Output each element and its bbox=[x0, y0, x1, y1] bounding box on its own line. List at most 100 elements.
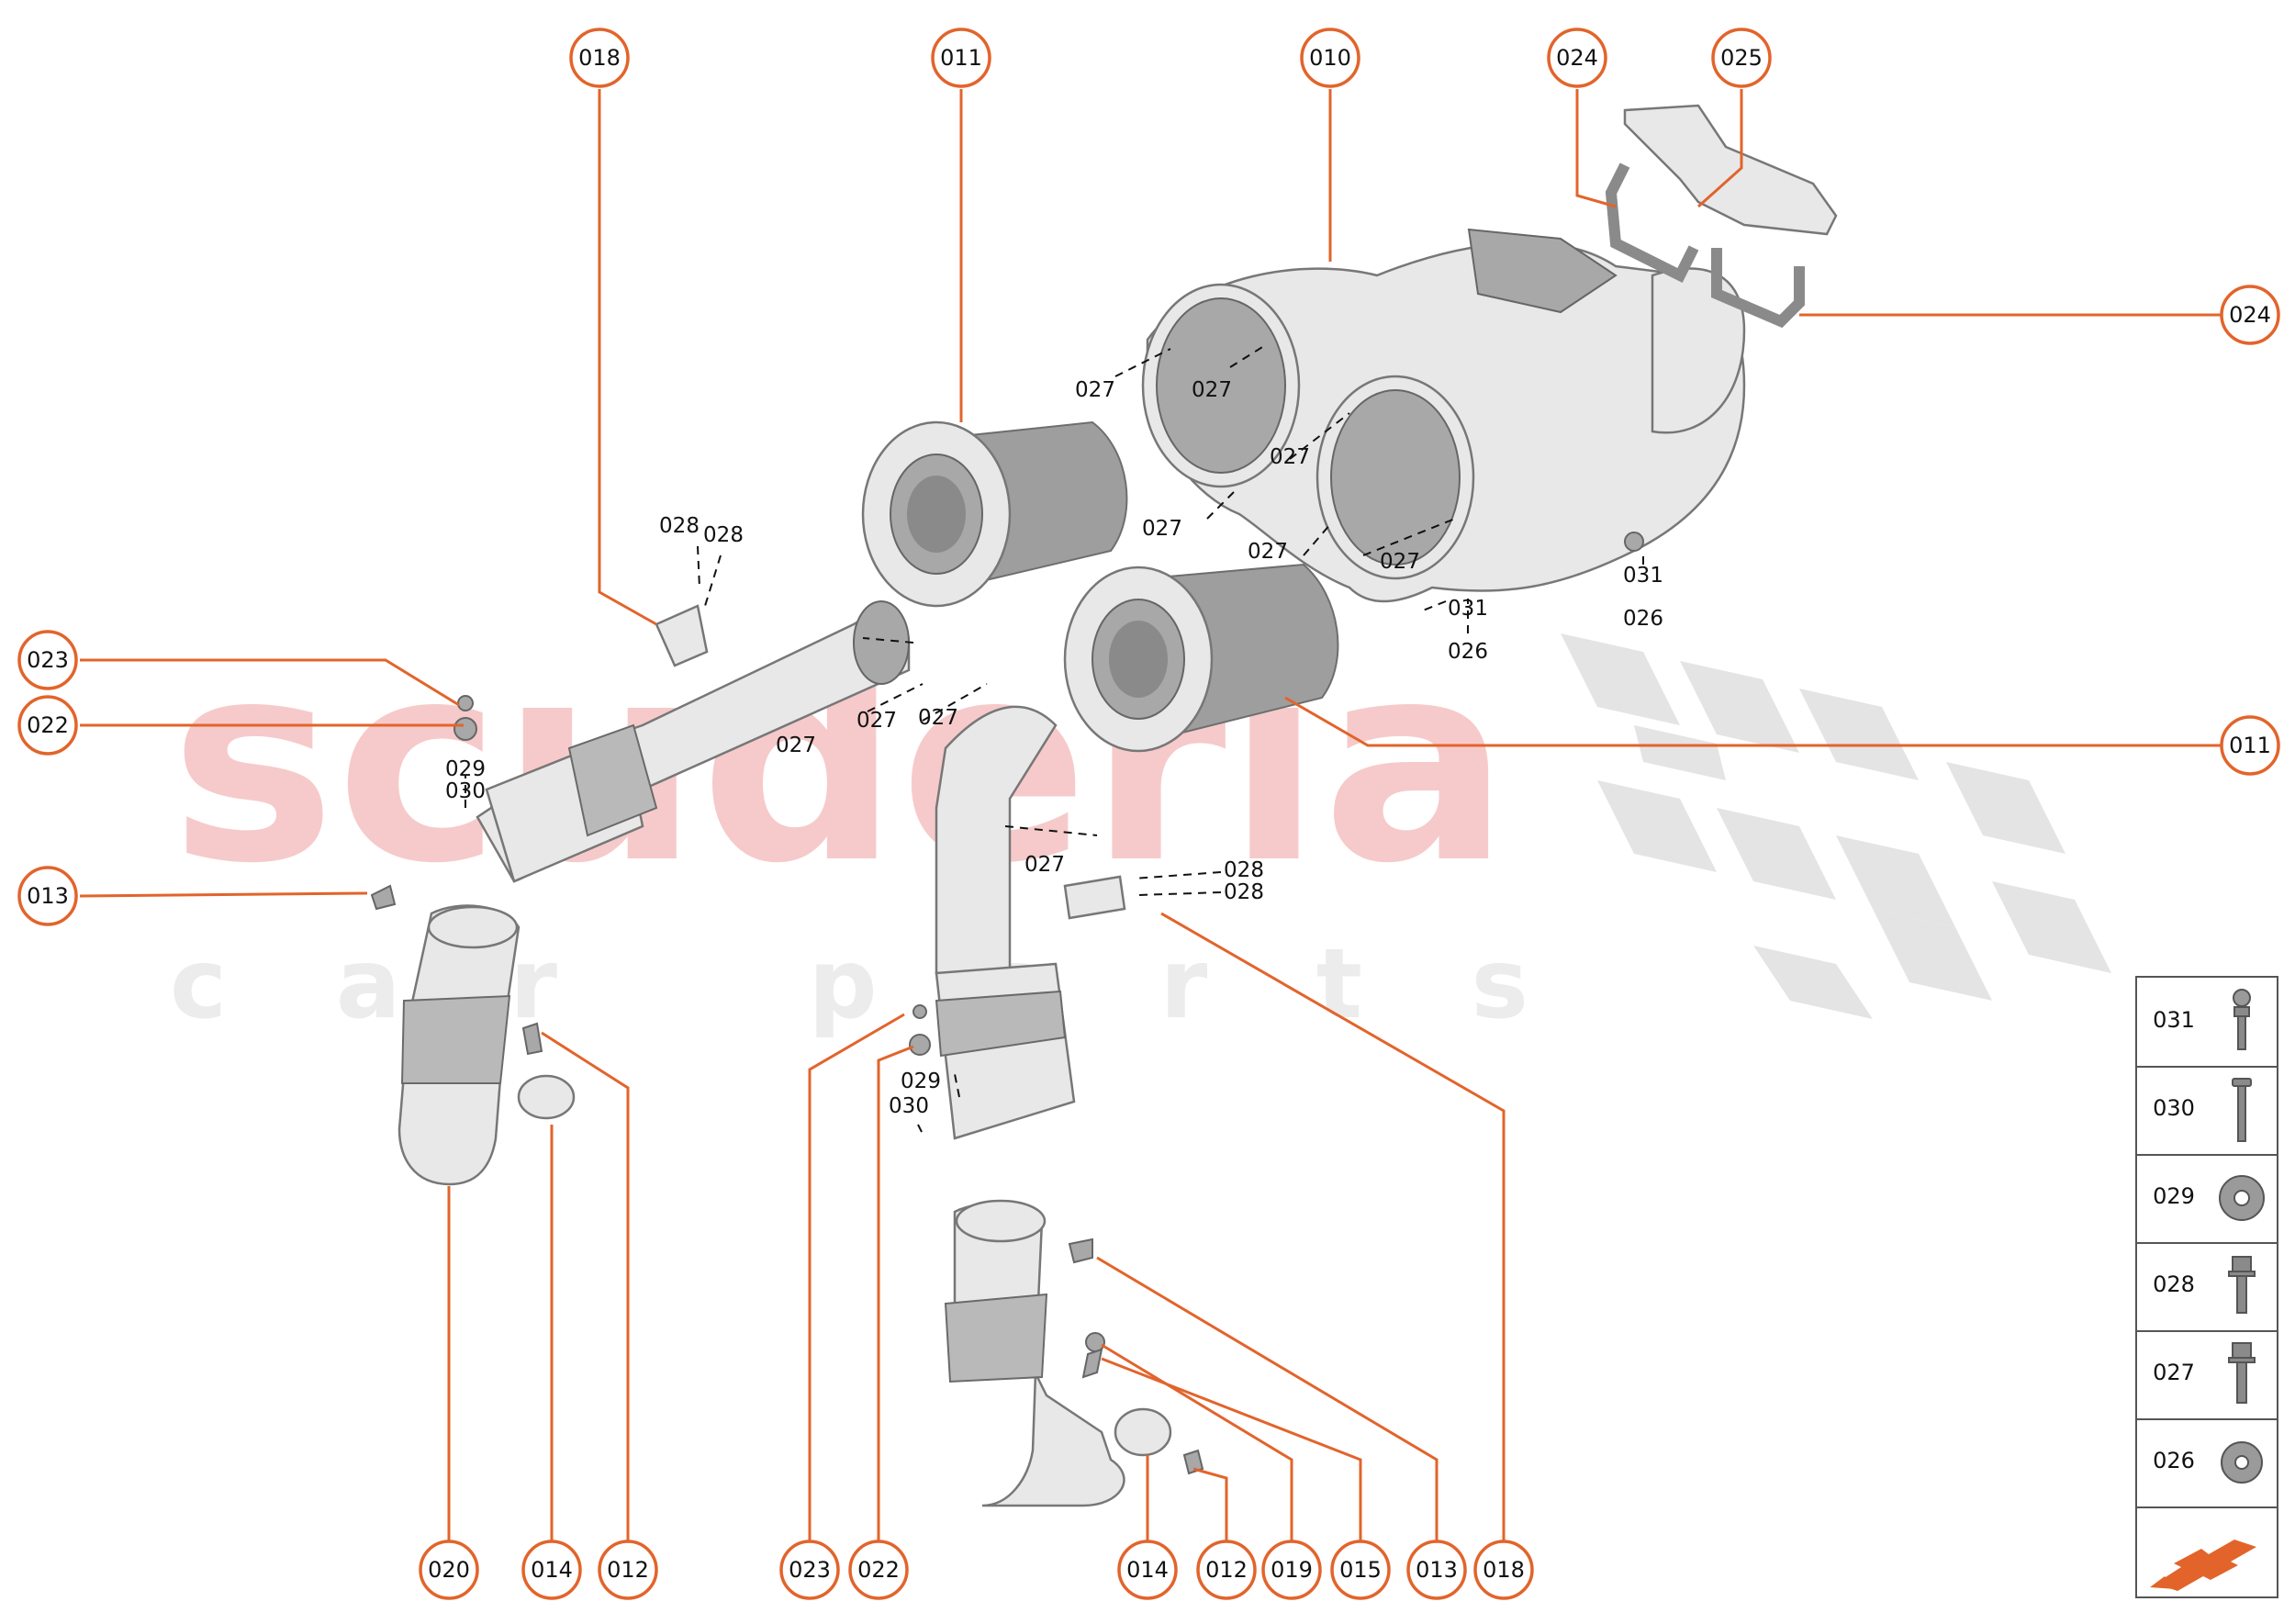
legend-row-027[interactable]: 027 bbox=[2137, 1330, 2277, 1420]
label-027: 027 bbox=[776, 734, 816, 757]
grommet-022-left bbox=[453, 717, 477, 741]
watermark-sub: car parts bbox=[170, 928, 1528, 1040]
washer-icon bbox=[2221, 1441, 2263, 1484]
hose-020 bbox=[397, 904, 521, 1186]
callout-025[interactable]: 025 bbox=[1711, 28, 1772, 88]
sensor-018-left bbox=[655, 604, 709, 667]
callout-number: 020 bbox=[428, 1557, 470, 1583]
callout-012[interactable]: 012 bbox=[1196, 1540, 1257, 1600]
hose-center-lower bbox=[944, 1199, 1125, 1507]
direction-arrow-icon[interactable] bbox=[2137, 1512, 2277, 1598]
nut-023-center bbox=[912, 1004, 927, 1019]
label-030: 030 bbox=[889, 1094, 929, 1118]
callout-number: 011 bbox=[940, 45, 982, 71]
clip-013-left bbox=[370, 884, 397, 911]
callout-number: 023 bbox=[789, 1557, 831, 1583]
callout-number: 013 bbox=[27, 883, 69, 909]
legend-code: 027 bbox=[2153, 1360, 2195, 1385]
legend-row-026[interactable]: 026 bbox=[2137, 1418, 2277, 1508]
callout-number: 024 bbox=[2229, 302, 2271, 328]
callout-011[interactable]: 011 bbox=[931, 28, 991, 88]
legend-code: 030 bbox=[2153, 1095, 2195, 1121]
callout-number: 024 bbox=[1556, 45, 1598, 71]
label-027: 027 bbox=[1380, 550, 1420, 574]
callout-014[interactable]: 014 bbox=[521, 1540, 582, 1600]
legend-row-028[interactable]: 028 bbox=[2137, 1242, 2277, 1332]
bolt-long-icon bbox=[2232, 1078, 2252, 1142]
callout-number: 014 bbox=[531, 1557, 573, 1583]
washer-icon bbox=[2219, 1175, 2265, 1221]
label-028: 028 bbox=[659, 514, 700, 538]
sub-labels: 027 027 027 027 027 027 027 027 027 027 … bbox=[445, 378, 1663, 1118]
intake-pipe-center bbox=[935, 705, 1076, 1140]
callout-number: 015 bbox=[1339, 1557, 1382, 1583]
label-026: 026 bbox=[1623, 607, 1663, 631]
air-box-010 bbox=[1141, 228, 1746, 603]
sensor-018-right bbox=[1063, 875, 1126, 920]
label-030: 030 bbox=[445, 779, 486, 803]
legend-code: 029 bbox=[2153, 1183, 2195, 1209]
legend-row-031[interactable]: 031 bbox=[2137, 978, 2277, 1068]
grommet-022-center bbox=[909, 1034, 931, 1056]
coupling-014-center bbox=[1114, 1407, 1172, 1457]
callout-number: 013 bbox=[1416, 1557, 1458, 1583]
flange-bolt-icon bbox=[2228, 1256, 2256, 1314]
label-026: 026 bbox=[1448, 640, 1488, 664]
bracket-024 bbox=[1605, 162, 1805, 329]
fastener-legend: 031 030 029 028 027 bbox=[2135, 976, 2278, 1598]
parts-illustration bbox=[370, 104, 1838, 1507]
nut-023-left bbox=[457, 695, 474, 711]
callout-018[interactable]: 018 bbox=[1473, 1540, 1534, 1600]
callout-013[interactable]: 013 bbox=[17, 866, 78, 926]
callout-number: 018 bbox=[1483, 1557, 1525, 1583]
label-031: 031 bbox=[1448, 597, 1488, 621]
leader-lines bbox=[79, 89, 2224, 1543]
air-filter-011-upper bbox=[861, 420, 1128, 608]
callout-024[interactable]: 024 bbox=[2220, 285, 2280, 345]
callout-019[interactable]: 019 bbox=[1261, 1540, 1322, 1600]
spring-015 bbox=[1081, 1348, 1103, 1379]
callout-023[interactable]: 023 bbox=[779, 1540, 840, 1600]
label-027: 027 bbox=[1142, 517, 1182, 541]
label-027: 027 bbox=[1075, 378, 1115, 402]
label-027: 027 bbox=[1248, 540, 1288, 564]
callout-018[interactable]: 018 bbox=[569, 28, 630, 88]
callout-number: 011 bbox=[2229, 733, 2271, 758]
callout-015[interactable]: 015 bbox=[1330, 1540, 1391, 1600]
callout-014[interactable]: 014 bbox=[1117, 1540, 1178, 1600]
coupling-014-left bbox=[517, 1074, 576, 1120]
callout-012[interactable]: 012 bbox=[598, 1540, 658, 1600]
callout-013[interactable]: 013 bbox=[1406, 1540, 1467, 1600]
callout-022[interactable]: 022 bbox=[848, 1540, 909, 1600]
callout-022[interactable]: 022 bbox=[17, 695, 78, 756]
stud-031-airbox bbox=[1624, 532, 1644, 552]
label-027: 027 bbox=[1270, 445, 1310, 469]
label-027: 027 bbox=[1192, 378, 1232, 402]
callout-number: 019 bbox=[1271, 1557, 1313, 1583]
callout-number: 022 bbox=[27, 712, 69, 738]
callout-010[interactable]: 010 bbox=[1300, 28, 1360, 88]
clip-012-center bbox=[1182, 1449, 1204, 1475]
callout-011[interactable]: 011 bbox=[2220, 715, 2280, 776]
callout-number: 025 bbox=[1720, 45, 1763, 71]
callout-023[interactable]: 023 bbox=[17, 630, 78, 690]
label-027: 027 bbox=[918, 706, 958, 730]
clip-012-left bbox=[521, 1022, 543, 1056]
callouts: 018 011 010 024 025 024 011 023 022 013 … bbox=[17, 28, 2280, 1600]
callout-020[interactable]: 020 bbox=[419, 1540, 479, 1600]
label-029: 029 bbox=[901, 1070, 941, 1093]
flange-bolt-icon bbox=[2228, 1342, 2256, 1404]
legend-code: 026 bbox=[2153, 1448, 2195, 1473]
callout-number: 012 bbox=[1205, 1557, 1248, 1583]
callout-number: 022 bbox=[857, 1557, 900, 1583]
legend-row-030[interactable]: 030 bbox=[2137, 1066, 2277, 1156]
callout-number: 014 bbox=[1126, 1557, 1169, 1583]
label-031: 031 bbox=[1623, 564, 1663, 588]
label-029: 029 bbox=[445, 757, 486, 781]
legend-row-029[interactable]: 029 bbox=[2137, 1154, 2277, 1244]
intake-snorkel-025 bbox=[1623, 104, 1838, 236]
callout-024[interactable]: 024 bbox=[1547, 28, 1607, 88]
checkered-flag-icon bbox=[1561, 633, 2111, 1019]
clip-013-center bbox=[1068, 1238, 1093, 1264]
label-028: 028 bbox=[1224, 858, 1264, 882]
